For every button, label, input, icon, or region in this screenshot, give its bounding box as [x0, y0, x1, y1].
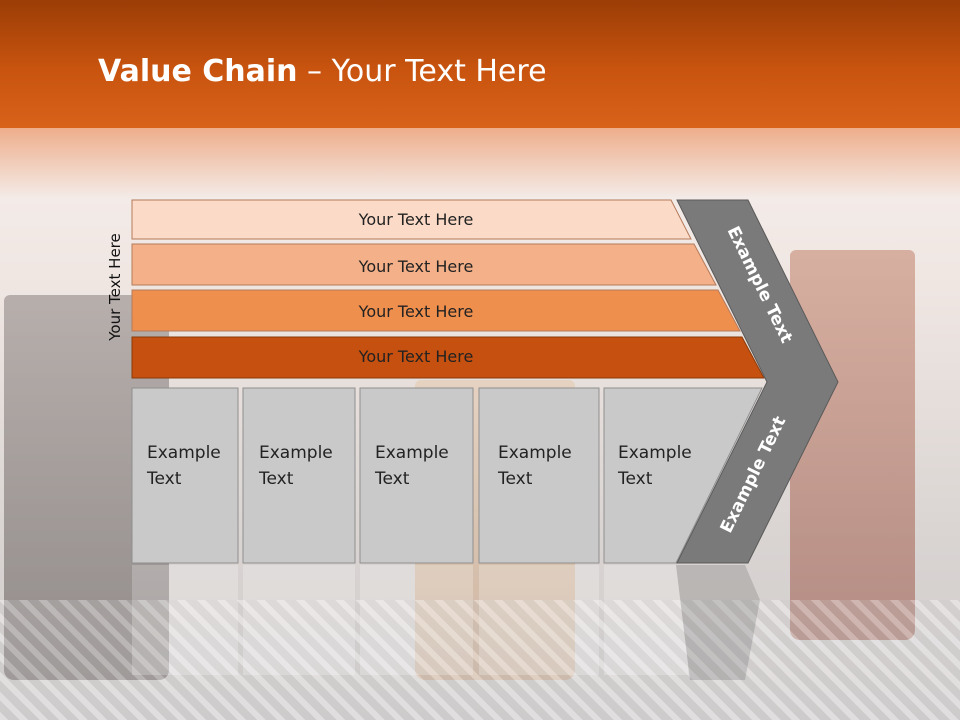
box-4	[478, 387, 600, 564]
slide-title: Value Chain – Your Text Here	[98, 54, 547, 89]
reflection-box	[243, 565, 355, 675]
title-bold: Value Chain	[98, 54, 298, 89]
box-text-1: Example Text	[147, 440, 221, 492]
box-line1: Example	[498, 443, 572, 463]
bar-label-3: Your Text Here	[358, 302, 474, 321]
box-5	[603, 387, 763, 564]
reflection-box	[479, 565, 599, 675]
box-text-3: Example Text	[375, 440, 449, 492]
title-rest: – Your Text Here	[297, 54, 547, 89]
bar-label-4: Your Text Here	[358, 347, 474, 366]
chevron-arrow	[676, 199, 839, 564]
reflection-chevron	[676, 565, 760, 680]
box-text-4: Example Text	[498, 440, 572, 492]
box-line2: Text	[259, 469, 294, 489]
bar-2	[131, 243, 717, 286]
box-line1: Example	[259, 443, 333, 463]
box-line2: Text	[498, 469, 533, 489]
bar-3	[131, 289, 741, 332]
bar-4	[131, 336, 765, 379]
box-line1: Example	[375, 443, 449, 463]
reflection-box	[132, 565, 238, 675]
box-line2: Text	[147, 469, 182, 489]
reflection-box	[360, 565, 473, 675]
bar-label-1: Your Text Here	[358, 210, 474, 229]
box-line2: Text	[618, 469, 653, 489]
glass-right	[790, 250, 915, 640]
box-2	[242, 387, 356, 564]
box-text-2: Example Text	[259, 440, 333, 492]
box-line1: Example	[618, 443, 692, 463]
header-fade	[0, 128, 960, 198]
box-1	[131, 387, 239, 564]
box-3	[359, 387, 474, 564]
reflection	[132, 565, 760, 680]
bar-label-2: Your Text Here	[358, 257, 474, 276]
reflection-box	[604, 565, 688, 675]
box-line2: Text	[375, 469, 410, 489]
box-text-5: Example Text	[618, 440, 692, 492]
box-line1: Example	[147, 443, 221, 463]
ice-background	[0, 600, 960, 720]
header-band	[0, 0, 960, 128]
bar-1	[131, 199, 692, 240]
